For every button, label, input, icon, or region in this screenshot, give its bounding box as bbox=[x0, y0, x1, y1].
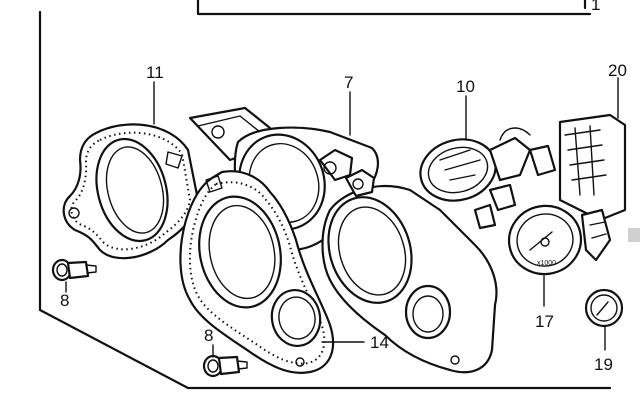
callout-10: 10 bbox=[456, 77, 475, 96]
scroll-tab[interactable] bbox=[628, 228, 640, 242]
callout-8-upper: 8 bbox=[60, 291, 69, 310]
leader-lines bbox=[65, 77, 619, 358]
callout-1: 1 bbox=[591, 0, 600, 14]
part-11-bezel bbox=[62, 123, 200, 260]
part-10-speedometer bbox=[419, 127, 532, 230]
callout-17: 17 bbox=[535, 312, 554, 331]
part-14-front-bezel bbox=[179, 170, 335, 374]
diagram-frame bbox=[38, 0, 612, 390]
callout-8-lower: 8 bbox=[204, 326, 213, 345]
part-8-socket-lower bbox=[202, 354, 248, 378]
callout-labels: 11 7 10 20 8 8 14 17 19 1 bbox=[60, 0, 627, 374]
part-8-socket-upper bbox=[51, 258, 97, 282]
callout-20: 20 bbox=[608, 61, 627, 80]
front-lens-case bbox=[321, 168, 498, 374]
callout-11: 11 bbox=[146, 63, 164, 82]
part-19-small-gauge bbox=[584, 288, 624, 328]
callout-19: 19 bbox=[594, 355, 613, 374]
callout-7: 7 bbox=[344, 73, 353, 92]
part-20-housing bbox=[528, 113, 627, 222]
tach-unit-label: x1000 bbox=[537, 260, 556, 267]
part-17-tachometer: x1000 bbox=[507, 204, 612, 276]
callout-14: 14 bbox=[370, 333, 389, 352]
